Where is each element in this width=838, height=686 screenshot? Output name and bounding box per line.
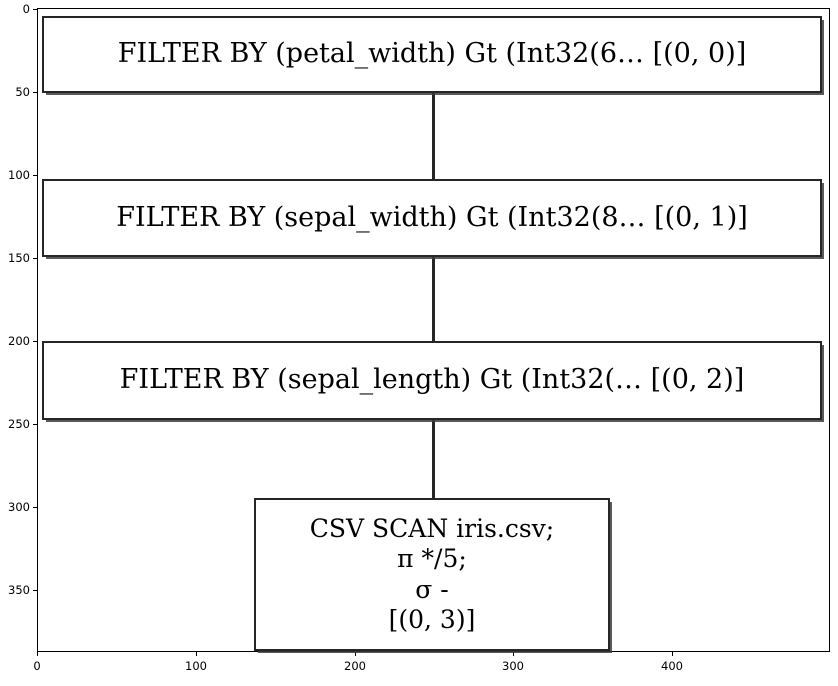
y-tick-mark-100: [33, 175, 37, 176]
plan-node-label: CSV SCAN iris.csv; π */5; σ - [(0, 3)]: [309, 513, 555, 635]
x-tick-mark-100: [196, 652, 197, 656]
y-tick-mark-250: [33, 424, 37, 425]
y-tick-label-0: 0: [22, 2, 30, 16]
y-tick-mark-350: [33, 590, 37, 591]
y-tick-label-300: 300: [8, 500, 30, 514]
y-tick-label-350: 350: [8, 583, 30, 597]
y-tick-mark-150: [33, 258, 37, 259]
x-tick-label-400: 400: [661, 659, 683, 673]
y-tick-mark-0: [33, 9, 37, 10]
y-tick-label-50: 50: [15, 85, 30, 99]
x-tick-label-200: 200: [344, 659, 366, 673]
y-tick-mark-200: [33, 341, 37, 342]
x-tick-mark-400: [672, 652, 673, 656]
x-tick-mark-0: [37, 652, 38, 656]
y-tick-label-250: 250: [8, 417, 30, 431]
y-tick-mark-50: [33, 92, 37, 93]
plan-node-label: FILTER BY (sepal_length) Gt (Int32(… [(0…: [119, 364, 745, 396]
y-tick-mark-300: [33, 507, 37, 508]
plan-node-filter-petal-width[interactable]: FILTER BY (petal_width) Gt (Int32(6… [(0…: [42, 16, 822, 93]
x-tick-label-300: 300: [502, 659, 524, 673]
x-tick-label-0: 0: [33, 659, 41, 673]
plan-node-csv-scan-iris[interactable]: CSV SCAN iris.csv; π */5; σ - [(0, 3)]: [254, 498, 610, 651]
edge-filter-petal-width-to-filter-sepal-width: [432, 90, 435, 182]
plan-node-filter-sepal-width[interactable]: FILTER BY (sepal_width) Gt (Int32(8… [(0…: [42, 179, 822, 257]
plan-node-label: FILTER BY (petal_width) Gt (Int32(6… [(0…: [117, 38, 747, 70]
edge-filter-sepal-width-to-filter-sepal-length: [432, 254, 435, 344]
y-tick-label-200: 200: [8, 334, 30, 348]
edge-filter-sepal-length-to-csv-scan: [432, 417, 435, 501]
plan-node-label: FILTER BY (sepal_width) Gt (Int32(8… [(0…: [116, 201, 748, 233]
y-tick-label-100: 100: [8, 168, 30, 182]
plan-node-filter-sepal-length[interactable]: FILTER BY (sepal_length) Gt (Int32(… [(0…: [42, 341, 822, 420]
x-tick-label-100: 100: [185, 659, 207, 673]
x-tick-mark-200: [355, 652, 356, 656]
x-tick-mark-300: [513, 652, 514, 656]
y-tick-label-150: 150: [8, 251, 30, 265]
